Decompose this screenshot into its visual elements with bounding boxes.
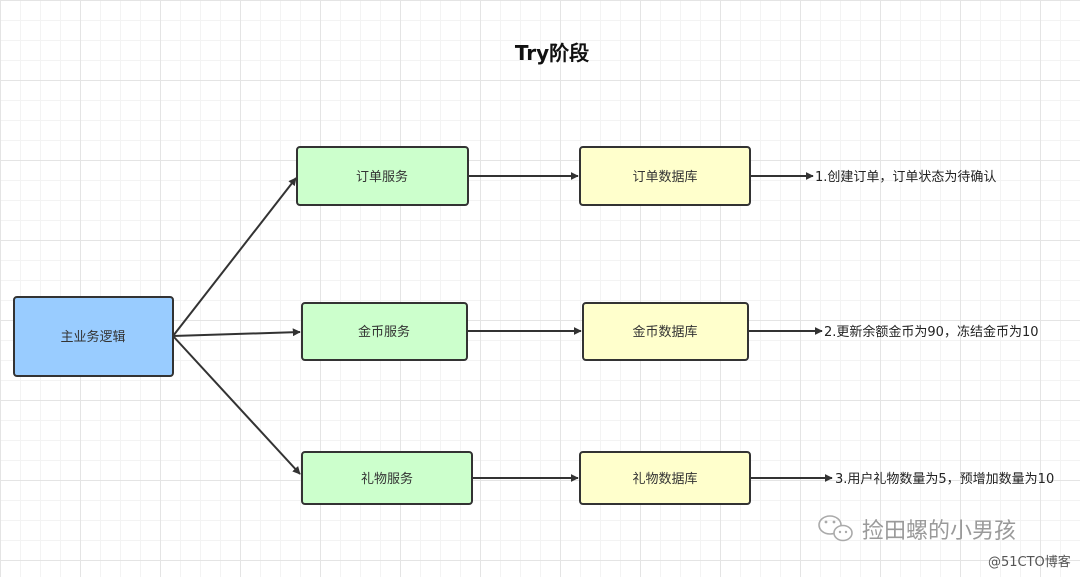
diagram-title: Try阶段 — [515, 41, 589, 65]
note-order: 1.创建订单，订单状态为待确认 — [815, 170, 996, 185]
node-order-service-box — [296, 146, 469, 206]
node-order-db: 订单数据库 — [579, 146, 751, 206]
node-order-service-label: 订单服务 — [356, 169, 408, 185]
wechat-icon — [818, 515, 853, 542]
watermark-site: @51CTO博客 — [988, 554, 1071, 570]
node-gift-db: 礼物数据库 — [579, 451, 751, 505]
node-gift-db-box — [579, 451, 751, 505]
note-gift: 3.用户礼物数量为5，预增加数量为10 — [835, 471, 1054, 487]
watermark-account: 捡田螺的小男孩 — [862, 519, 1016, 544]
node-gold-db-label: 金币数据库 — [632, 324, 697, 340]
node-main-logic: 主业务逻辑 — [13, 296, 174, 377]
edge-main-to-order-service — [172, 177, 297, 337]
node-gold-service: 金币服务 — [301, 302, 468, 361]
edge-main-to-gold-service — [172, 328, 301, 337]
node-gold-db: 金币数据库 — [582, 302, 749, 361]
node-order-service: 订单服务 — [296, 146, 469, 206]
edge-main-to-gift-service — [172, 335, 301, 475]
note-gold: 2.更新余额金币为90，冻结金币为10 — [824, 324, 1039, 340]
node-gold-service-box — [301, 302, 468, 361]
node-gold-service-label: 金币服务 — [358, 324, 410, 340]
node-main-logic-box — [13, 296, 174, 377]
node-gift-service: 礼物服务 — [301, 451, 473, 505]
node-gift-service-box — [301, 451, 473, 505]
node-order-db-label: 订单数据库 — [632, 169, 697, 185]
watermark: 捡田螺的小男孩 @51CTO博客 — [818, 515, 1071, 570]
node-gold-db-box — [582, 302, 749, 361]
node-order-db-box — [579, 146, 751, 206]
node-gift-service-label: 礼物服务 — [361, 471, 413, 487]
node-main-logic-label: 主业务逻辑 — [60, 329, 125, 345]
node-gift-db-label: 礼物数据库 — [632, 471, 697, 487]
